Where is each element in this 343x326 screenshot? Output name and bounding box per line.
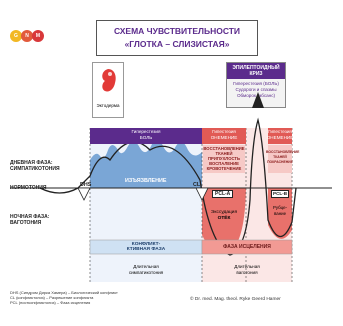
long-vagotonia: Длительная ваготония — [234, 264, 260, 275]
footnote: CL (конфликтолиз) – Разрешение конфликта — [10, 295, 94, 300]
logo-dot-m: M — [32, 30, 44, 42]
crisis-body: Гиперестезия (БОЛЬ) Судороги и спазмы Об… — [227, 81, 285, 99]
exudation-label: Экссудация ОТЁК — [210, 210, 238, 221]
normotonia-label: НОРМОТОНИЯ — [10, 185, 47, 191]
dhs-label: DHS — [80, 182, 92, 188]
isolation-label: ИЗЪЯЗВЛЕНИЕ — [125, 178, 167, 184]
restoration-b-text: ВОССТАНОВЛЕНИЕ ТКАНЕЙ ПОКРАСНЕНИЕ — [266, 150, 300, 164]
title-line-1: СХЕМА ЧУВСТВИТЕЛЬНОСТИ — [113, 26, 241, 36]
crisis-arrow — [252, 92, 264, 108]
crisis-line: Судороги и спазмы — [235, 87, 277, 92]
embryo-image — [92, 62, 124, 118]
title-line-2: «ГЛОТКА – СЛИЗИСТАЯ» — [124, 39, 230, 49]
pcl-b-header: Гипестезия ОНЕМЕНИЕ — [266, 129, 294, 140]
crisis-title: ЭПИЛЕПТОИДНЫЙ КРИЗ — [227, 63, 285, 79]
embryo-label: Эктодерма — [96, 103, 120, 108]
copyright: © Dr. med. Mag. theol. Ryke Geerd Hamer — [190, 297, 281, 302]
diagram-title: СХЕМА ЧУВСТВИТЕЛЬНОСТИ «ГЛОТКА – СЛИЗИСТ… — [96, 20, 258, 56]
crisis-line: Гиперестезия (БОЛЬ) — [233, 81, 279, 86]
pcl-phase-box — [201, 239, 293, 255]
pcl-a-header: Гипестезия ОНЕМЕНИЕ — [210, 129, 238, 140]
conflict-active-phase: КОНФЛИКТ- КТИВНАЯ ФАЗА — [126, 242, 166, 252]
pcl-a-area — [202, 188, 246, 254]
ca-header: Гиперестезия БОЛЬ — [131, 129, 161, 140]
cl-label: CL — [193, 182, 201, 188]
footnote: PCL (постконфликтолиз) – Фаза исцеления — [10, 300, 91, 305]
sympathicotonia-wave — [90, 139, 202, 188]
pcl-a-label: PCL-A — [212, 190, 234, 198]
footnote: DHS (Синдром Дирка Хамера) – Биологическ… — [10, 290, 118, 295]
crisis-line: Обморок (абсанс) — [236, 93, 276, 98]
pcl-b-area — [268, 188, 292, 239]
restoration-a-text: ВОССТАНОВЛЕНИЕ ТКАНЕЙ ПРИПУХЛОСТЬ ВОСПАЛ… — [203, 146, 245, 171]
footnotes: DHS (Синдром Дирка Хамера) – Биологическ… — [10, 290, 118, 305]
healing-phase: ФАЗА ИСЦЕЛЕНИЯ — [223, 244, 271, 250]
long-sympathicotonia: Длительная симпатикотония — [128, 264, 164, 275]
day-phase-label: ДНЕВНАЯ ФАЗА: СИМПАТИКОТОНИЯ — [10, 160, 60, 172]
logo-dot-g: G — [10, 30, 22, 42]
gnm-logo: G N M — [10, 30, 50, 44]
logo-dot-n: N — [21, 30, 33, 42]
scarring-label: Рубце- вание — [272, 205, 288, 216]
night-phase-label: НОЧНАЯ ФАЗА: ВАГОТОНИЯ — [10, 214, 50, 226]
embryo-icon — [102, 69, 116, 92]
pcl-b-label: PCL-B — [271, 190, 290, 198]
